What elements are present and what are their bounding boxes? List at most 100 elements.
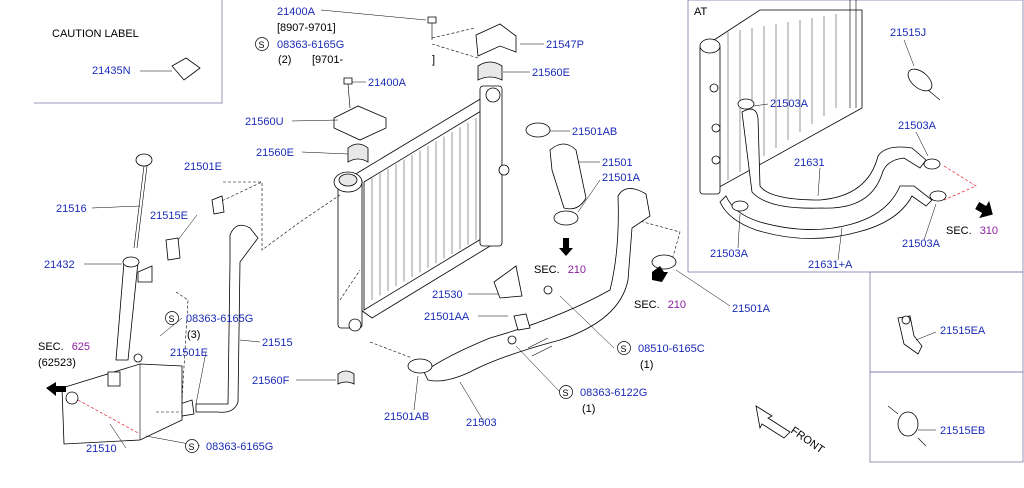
sec-625[interactable]: SEC.625 [38,341,90,353]
part-21515[interactable]: 21515 [262,337,293,349]
at-radiator [699,0,863,195]
sec-210-a[interactable]: SEC.210 [534,264,586,276]
s-symbol-icon [255,37,269,51]
clip-ea-box [869,271,1024,373]
s-symbol-mid: S [621,344,627,354]
part-21503a-3[interactable]: 21503A [710,248,749,260]
part-21503a-1[interactable]: 21503A [770,98,809,110]
part-21501ab-low[interactable]: 21501AB [384,411,429,423]
hose-21501 [549,143,587,210]
part-21501e-top[interactable]: 21501E [184,161,222,173]
date-range-2: [9701- [312,54,344,66]
caution-label-box: CAUTION LABEL 21435N [34,0,223,104]
arrow-sec625 [46,382,66,396]
insulator-21560e-left [347,143,369,163]
part-21503a-4[interactable]: 21503A [902,238,941,250]
filler-tube-21432 [115,256,153,361]
leader-lines [84,9,937,449]
part-21560f[interactable]: 21560F [252,375,290,387]
part-21560e-left[interactable]: 21560E [256,147,294,159]
clip-21501e-top [211,195,225,215]
s-symbol-top: S [259,40,265,50]
part-21631[interactable]: 21631 [794,157,825,169]
clip-21515ea-icon [897,315,923,355]
part-21400a-mid[interactable]: 21400A [368,77,407,89]
part-21515j[interactable]: 21515J [890,27,926,39]
bracket-21560u [333,105,387,141]
bracket-21547p [475,23,517,57]
part-21501ab-top[interactable]: 21501AB [572,126,617,138]
hose-21503 [423,188,651,382]
radiator-fins [371,118,477,300]
part-21547p[interactable]: 21547P [546,39,584,51]
insulator-21560e-top [477,61,503,81]
part-21515ea[interactable]: 21515EA [940,325,986,337]
arrow-sec310 [975,200,993,219]
part-21503a-2[interactable]: 21503A [898,120,937,132]
part-08363-6165g-top[interactable]: 08363-6165G [277,39,344,51]
reservoir-21510 [61,353,183,445]
part-21530[interactable]: 21530 [432,289,463,301]
clamp-21515j [907,68,941,101]
qty-left: (3) [187,329,200,341]
s-symbol-left: S [169,314,175,324]
at-clamps [731,98,947,212]
s-symbol-icon [165,311,179,325]
qty-low: (1) [582,403,595,415]
s-symbol-icon [559,385,573,399]
part-21432[interactable]: 21432 [44,259,75,271]
date-range-2-end: ] [432,54,435,66]
s-symbol-bottom: S [189,442,195,452]
at-radiator-fins [727,14,837,180]
caution-label-sticker [171,57,201,81]
part-21501e-low[interactable]: 21501E [170,347,208,359]
bracket-21530 [493,265,553,345]
caution-label-title: CAUTION LABEL [52,28,139,40]
arrow-sec210-a [559,238,573,256]
clip-21515eb-icon [887,405,927,447]
sec-210-b[interactable]: SEC.210 [634,299,686,311]
part-08363-6165g-left[interactable]: 08363-6165G [186,313,253,325]
dipstick-21516 [133,153,153,249]
part-21501aa[interactable]: 21501AA [424,311,470,323]
clip-eb-box [869,371,1024,463]
clip-21515e [165,237,181,261]
part-08363-6165g-bottom[interactable]: 08363-6165G [206,441,273,453]
part-21400a-top[interactable]: 21400A [277,6,316,18]
part-21501a-mid[interactable]: 21501A [602,172,641,184]
part-21515e[interactable]: 21515E [150,210,188,222]
part-21560e-top[interactable]: 21560E [532,67,570,79]
qty-top: (2) [278,54,291,66]
part-08363-6122g[interactable]: 08363-6122G [580,387,647,399]
hose-21515 [195,224,259,413]
part-21501a-right[interactable]: 21501A [732,303,771,315]
s-symbol-icon [617,341,631,355]
part-62523: (62523) [38,357,76,369]
part-21501[interactable]: 21501 [602,157,633,169]
sec-310[interactable]: SEC.310 [946,225,998,237]
part-21515eb[interactable]: 21515EB [940,425,985,437]
part-21516[interactable]: 21516 [56,203,87,215]
part-21560u[interactable]: 21560U [245,116,284,128]
bolt-21400a-top [427,16,437,40]
bolt-21400a-mid [343,77,353,109]
front-label: FRONT [788,425,826,457]
part-21510[interactable]: 21510 [86,443,117,455]
s-symbol-low: S [563,388,569,398]
s-symbol-icon [185,439,199,453]
at-label: AT [694,6,708,18]
part-labels: 21400A [8907-9701] S 08363-6165G (2) [97… [38,6,998,456]
at-hose-21631a [719,185,933,239]
at-inset-box: AT [687,0,1024,273]
part-08510-6165c[interactable]: 08510-6165C [638,343,705,355]
date-range-1: [8907-9701] [277,22,336,34]
insulator-21560f [337,370,355,385]
qty-mid: (1) [640,359,653,371]
clamp-21501a-mid [553,210,579,226]
part-21631a[interactable]: 21631+A [808,259,853,271]
at-hose-21631 [741,108,927,209]
clamp-21501a-right [651,254,677,270]
part-21435n[interactable]: 21435N [92,65,131,77]
part-21503[interactable]: 21503 [466,417,497,429]
